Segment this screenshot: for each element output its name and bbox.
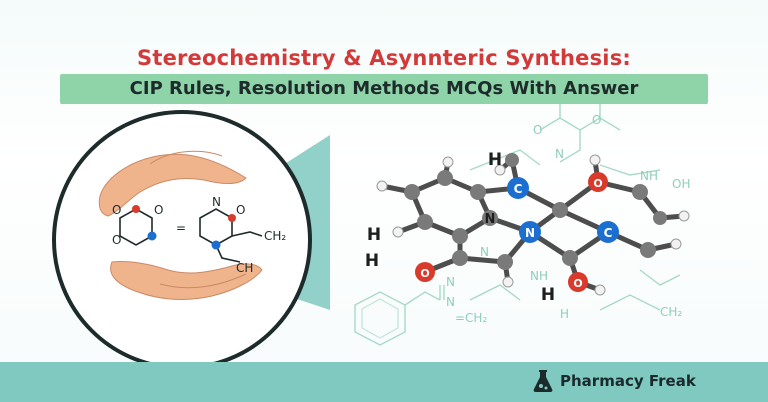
bg-o-top2: O — [592, 113, 601, 127]
bg-n1: N — [446, 275, 455, 289]
nitrogen-atom-top — [507, 177, 529, 199]
hydrogen-atom — [589, 154, 601, 166]
carbon-atom — [632, 184, 648, 200]
nitrogen-atom-center — [519, 221, 541, 243]
carbon-atom — [505, 153, 519, 167]
subtitle-bar — [60, 74, 708, 104]
label-o-left: O — [420, 267, 429, 280]
molecule-atoms — [376, 153, 690, 296]
hydrogen-atom — [494, 164, 506, 176]
page-subtitle: CIP Rules, Resolution Methods MCQs With … — [129, 78, 639, 99]
label-h-top: H — [488, 150, 502, 170]
carbon-atom — [552, 202, 568, 218]
carbon-atom — [640, 242, 656, 258]
lower-hand — [110, 261, 263, 300]
label-h-left2: H — [365, 251, 379, 271]
oxygen-atom-left — [415, 262, 435, 282]
oxygen-atom-top — [588, 172, 608, 192]
carbon-atom — [470, 184, 486, 200]
inset-n: N — [212, 195, 221, 209]
label-o-bottom: O — [573, 277, 582, 290]
label-c-right: C — [604, 226, 613, 240]
nitrogen-atom-left — [482, 210, 498, 226]
inset-o1: O — [112, 203, 121, 217]
brand-logo[interactable]: Pharmacy Freak — [532, 369, 696, 393]
inset-atom-red — [132, 205, 140, 213]
brand-name: Pharmacy Freak — [560, 372, 696, 390]
flask-icon — [533, 370, 553, 392]
bg-n-mid: N — [480, 245, 489, 259]
carbon-atom — [497, 254, 513, 270]
inset-o3: O — [112, 233, 121, 247]
hydrogen-atom — [678, 210, 690, 222]
bg-n-top: N — [555, 147, 564, 161]
bg-nh: NH — [640, 169, 658, 183]
bg-n2: N — [446, 295, 455, 309]
inset-atom-blue — [147, 231, 157, 241]
label-n-left: N — [485, 212, 496, 227]
background-formula — [354, 100, 681, 346]
background-formula-text: O O N NH OH N NH H N N =CH₂ CH₂ — [446, 113, 690, 325]
hydrogen-atom — [502, 276, 514, 288]
molecule-letters: C N C O O O N H H H H — [365, 150, 613, 305]
inset-atom-blue2 — [211, 240, 221, 250]
label-c-top: C — [514, 182, 523, 196]
carbon-atom — [452, 250, 468, 266]
upper-hand — [98, 150, 247, 217]
inset-ch: CH — [236, 261, 253, 275]
bg-o-top: O — [533, 123, 542, 137]
bg-oh: OH — [672, 177, 690, 191]
label-h-left: H — [367, 225, 381, 245]
inset-eq: = — [176, 221, 186, 235]
bg-h-low: H — [560, 307, 569, 321]
carbon-atom — [653, 211, 667, 225]
bg-ch2-right: CH₂ — [660, 305, 682, 319]
carbon-atom — [452, 228, 468, 244]
hydrogen-atom — [594, 284, 606, 296]
hydrogen-atom — [376, 180, 388, 192]
carbon-atom — [437, 170, 453, 186]
page-title: Stereochemistry & Asynnteric Synthesis: — [137, 46, 631, 70]
carbon-atom — [417, 214, 433, 230]
label-h-bottom: H — [541, 285, 555, 305]
oxygen-atom-bottom — [568, 272, 588, 292]
label-o-top: O — [593, 177, 602, 190]
bg-nh-low: NH — [530, 269, 548, 283]
inset-o2: O — [154, 203, 163, 217]
carbon-atom — [404, 184, 420, 200]
nitrogen-atom-right — [597, 221, 619, 243]
bg-ch2-left: =CH₂ — [455, 311, 487, 325]
carbon-atom — [562, 250, 578, 266]
label-n-center: N — [525, 226, 535, 240]
inset-ch2: CH₂ — [264, 229, 286, 243]
inset-atom-red2 — [228, 214, 236, 222]
footer-bar — [0, 362, 768, 402]
hydrogen-atom — [442, 156, 454, 168]
hydrogen-atom — [670, 238, 682, 250]
hydrogen-atom — [392, 226, 404, 238]
inset-o4: O — [236, 203, 245, 217]
inset-labels: O O O O N = CH₂ CH — [112, 195, 286, 275]
